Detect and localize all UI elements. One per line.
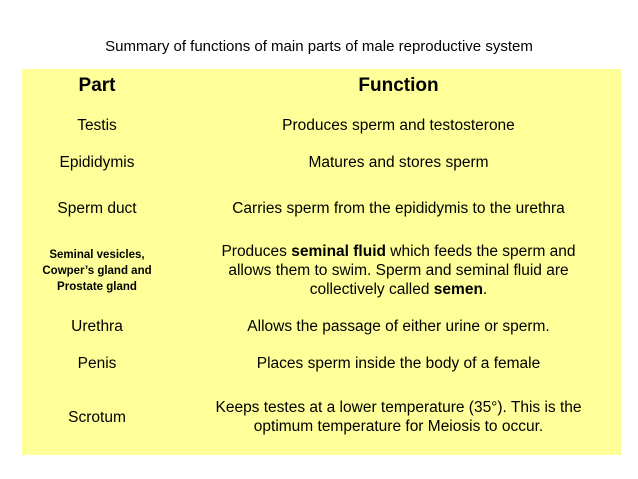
row-urethra-function: Allows the passage of either urine or sp… <box>247 317 550 335</box>
row-glands-part-line: Prostate gland <box>57 281 137 293</box>
row-penis-part: Penis <box>77 354 117 372</box>
seminal-fluid-term: seminal fluid <box>291 242 386 260</box>
header-part: Part <box>78 75 116 96</box>
row-sperm-duct-part: Sperm duct <box>57 199 137 217</box>
row-glands-part-line: Cowper’s gland and <box>42 265 152 277</box>
row-scrotum-part: Scrotum <box>68 408 126 426</box>
text-segment: . <box>482 280 488 298</box>
text-segment: which feeds the sperm and <box>385 242 576 260</box>
header-function: Function <box>358 75 439 96</box>
row-scrotum-function-line: Keeps testes at a lower temperature (35°… <box>215 399 582 416</box>
row-glands-function-line-2: allows them to swim. Sperm and seminal f… <box>228 261 569 279</box>
page-title: Summary of functions of main parts of ma… <box>105 38 533 55</box>
row-glands-part: Seminal vesicles, Cowper’s gland and Pro… <box>22 245 172 297</box>
row-epididymis-function: Matures and stores sperm <box>308 153 489 171</box>
row-testis-part: Testis <box>77 116 117 134</box>
row-glands-function-line-3: collectively called semen. <box>221 280 575 299</box>
text-segment: collectively called <box>309 280 434 298</box>
row-penis-function: Places sperm inside the body of a female <box>256 354 541 372</box>
row-urethra-part: Urethra <box>71 317 123 335</box>
functions-table: Part Function Testis Produces sperm and … <box>22 69 621 455</box>
row-scrotum-function: Keeps testes at a lower temperature (35°… <box>180 397 617 437</box>
row-epididymis-part: Epididymis <box>59 153 135 171</box>
row-glands-part-line: Seminal vesicles, <box>49 249 145 261</box>
row-testis-function: Produces sperm and testosterone <box>282 116 515 134</box>
row-glands-function: Produces seminal fluid which feeds the s… <box>180 240 617 300</box>
row-scrotum-function-line: optimum temperature for Meiosis to occur… <box>253 418 544 435</box>
row-glands-function-line-1: Produces seminal fluid which feeds the s… <box>221 242 575 261</box>
semen-term: semen <box>433 280 483 298</box>
row-sperm-duct-function: Carries sperm from the epididymis to the… <box>232 199 565 217</box>
text-segment: Produces <box>221 242 292 260</box>
